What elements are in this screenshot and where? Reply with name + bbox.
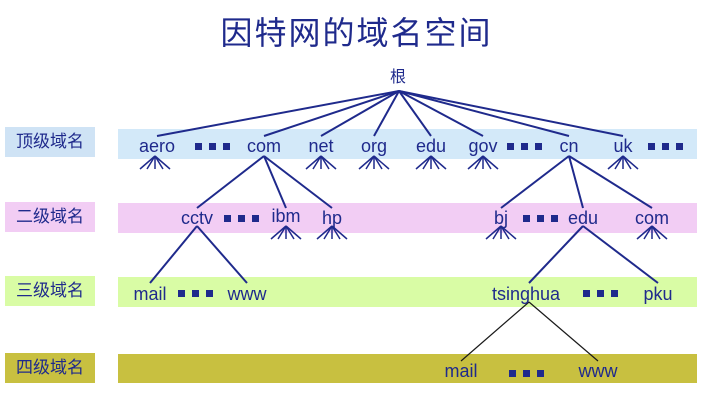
edge-com-cctv xyxy=(196,155,265,209)
node-tld-org: org xyxy=(360,136,388,156)
ellipsis-fourth xyxy=(509,370,544,377)
node-tld-net: net xyxy=(308,136,334,156)
level-label-fourth: 四级域名 xyxy=(5,353,95,383)
node-third-tsinghua: tsinghua xyxy=(491,284,561,304)
node-third-www: www xyxy=(227,284,267,304)
node-second-edu: edu xyxy=(567,208,599,228)
node-tld-edu: edu xyxy=(415,136,447,156)
node-third-pku: pku xyxy=(643,284,673,304)
level-label-top: 顶级域名 xyxy=(5,127,95,157)
edge-com-hp xyxy=(263,155,333,209)
fan-net xyxy=(305,155,337,170)
ellipsis-second-1 xyxy=(224,215,259,222)
edge-root-net xyxy=(320,90,400,137)
band-second-level xyxy=(118,203,697,233)
edge-cctv-www xyxy=(196,225,248,284)
node-root: 根 xyxy=(389,67,407,86)
fan-com2 xyxy=(636,225,668,240)
edge-cn-bj xyxy=(500,155,570,209)
node-tld-cn: cn xyxy=(559,136,579,156)
fan-gov xyxy=(467,155,499,170)
fan-org xyxy=(358,155,390,170)
fan-uk xyxy=(607,155,639,170)
ellipsis-second-2 xyxy=(523,215,558,222)
node-tld-uk: uk xyxy=(613,136,633,156)
edge-root-uk xyxy=(398,90,624,137)
ellipsis-third-2 xyxy=(583,290,618,297)
fan-aero xyxy=(139,155,171,170)
edge-cn-edu xyxy=(568,155,584,209)
edge-tsinghua-www xyxy=(528,301,599,362)
edge-edu-tsinghua xyxy=(528,225,584,284)
ellipsis-tld-3 xyxy=(648,143,683,150)
edge-root-edu xyxy=(398,90,432,137)
fan-bj xyxy=(485,225,517,240)
node-second-hp: hp xyxy=(321,208,343,228)
level-label-third: 三级域名 xyxy=(5,276,95,306)
node-fourth-mail: mail xyxy=(444,361,478,381)
ellipsis-tld-2 xyxy=(507,143,542,150)
fan-hp xyxy=(316,225,348,240)
node-tld-aero: aero xyxy=(138,136,176,156)
edge-root-gov xyxy=(398,90,484,137)
node-tld-com: com xyxy=(246,136,282,156)
ellipsis-tld-1 xyxy=(195,143,230,150)
fan-ibm xyxy=(270,225,302,240)
edge-cn-com xyxy=(568,155,653,209)
level-label-second: 二级域名 xyxy=(5,202,95,232)
fan-edu xyxy=(415,155,447,170)
node-third-mail: mail xyxy=(133,284,167,304)
node-second-com: com xyxy=(634,208,670,228)
edge-root-com xyxy=(263,90,400,137)
node-second-ibm: ibm xyxy=(271,206,301,226)
edge-tsinghua-mail xyxy=(460,301,530,362)
ellipsis-third-1 xyxy=(178,290,213,297)
edge-root-org xyxy=(373,90,400,137)
edge-root-aero xyxy=(156,90,400,137)
edge-com-ibm xyxy=(263,155,287,209)
edge-edu-pku xyxy=(582,225,659,284)
edge-cctv-mail xyxy=(149,225,198,284)
node-second-bj: bj xyxy=(493,208,509,228)
diagram-title: 因特网的域名空间 xyxy=(220,14,493,52)
band-fourth-level xyxy=(118,354,697,383)
node-second-cctv: cctv xyxy=(180,208,214,228)
edge-root-cn xyxy=(398,90,570,137)
node-tld-gov: gov xyxy=(468,136,498,156)
node-fourth-www: www xyxy=(578,361,618,381)
